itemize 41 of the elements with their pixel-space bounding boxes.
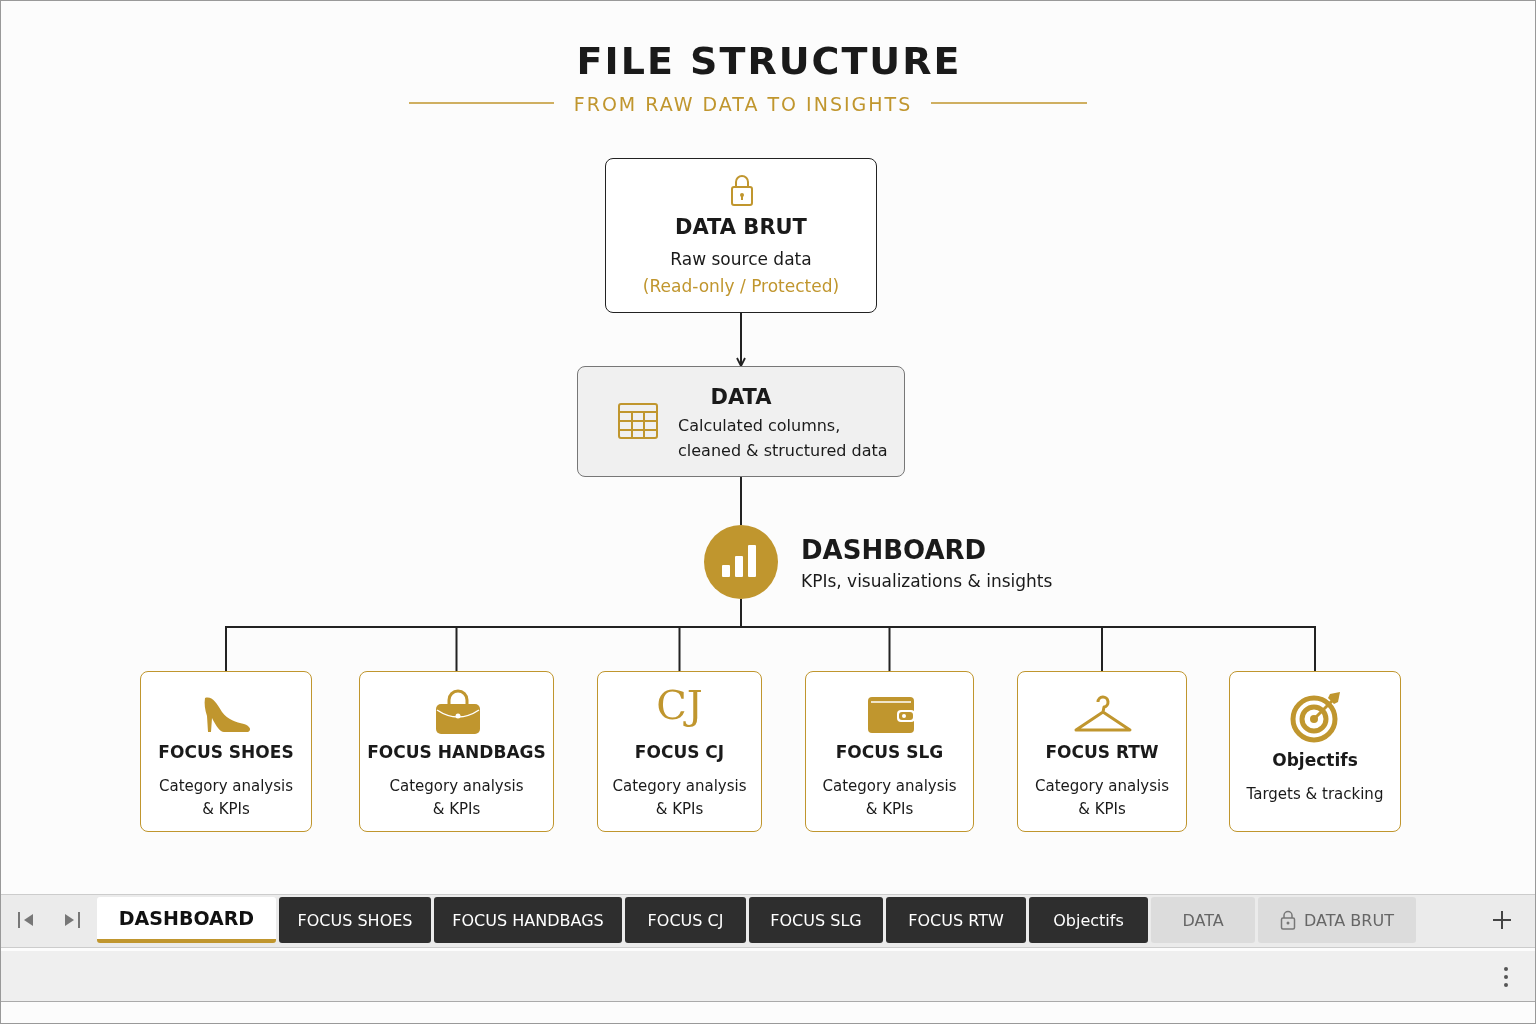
monogram-icon: CJ <box>598 682 761 728</box>
box-description: Category analysis & KPIs <box>611 776 748 820</box>
sheet-tab: DASHBOARD <box>97 897 276 943</box>
hub-description: KPIs, visualizations & insights <box>801 571 1053 591</box>
sheet-tab: FOCUS HANDBAGS <box>434 897 622 943</box>
category-box <box>1229 671 1401 832</box>
box-description: Category analysis & KPIs <box>158 776 294 820</box>
box-heading: FOCUS SLG <box>834 742 945 762</box>
status-note: (Read-only / Protected) <box>641 275 841 298</box>
box-heading: DATA <box>709 385 773 409</box>
box-heading: FOCUS SHOES <box>157 742 295 762</box>
sheet-tab: Objectifs <box>1029 897 1148 943</box>
box-heading: Objectifs <box>1271 750 1359 770</box>
source-box <box>605 158 877 313</box>
box-description: Category analysis & KPIs <box>821 776 958 820</box>
box-description: Raw source data <box>669 248 813 271</box>
sheet-tab: FOCUS RTW <box>886 897 1026 943</box>
sheet-tab: FOCUS SHOES <box>279 897 431 943</box>
sheet-tab: FOCUS SLG <box>749 897 883 943</box>
arrow <box>736 312 746 367</box>
box-description: Calculated columns, cleaned & structured data <box>678 415 889 462</box>
box-heading: FOCUS CJ <box>633 742 726 762</box>
sheet-tab: DATA BRUT <box>1258 897 1416 943</box>
category-box <box>597 671 762 832</box>
category-box <box>140 671 312 832</box>
box-description: Targets & tracking <box>1245 784 1385 805</box>
hub-heading: DASHBOARD <box>801 535 987 565</box>
data-box <box>577 366 905 477</box>
category-box <box>805 671 974 832</box>
title: FILE STRUCTURE <box>575 39 963 83</box>
box-heading: FOCUS HANDBAGS <box>366 742 547 762</box>
box-heading: FOCUS RTW <box>1044 742 1160 762</box>
subtitle: FROM RAW DATA TO INSIGHTS <box>572 93 914 115</box>
connector-line <box>740 476 742 526</box>
sheet-tab: DATA <box>1151 897 1255 943</box>
category-box <box>1017 671 1187 832</box>
box-description: Category analysis & KPIs <box>388 776 525 820</box>
box-heading: DATA BRUT <box>674 215 808 239</box>
sheet-tab: FOCUS CJ <box>625 897 746 943</box>
category-box <box>359 671 554 832</box>
box-description: Category analysis & KPIs <box>1034 776 1170 820</box>
